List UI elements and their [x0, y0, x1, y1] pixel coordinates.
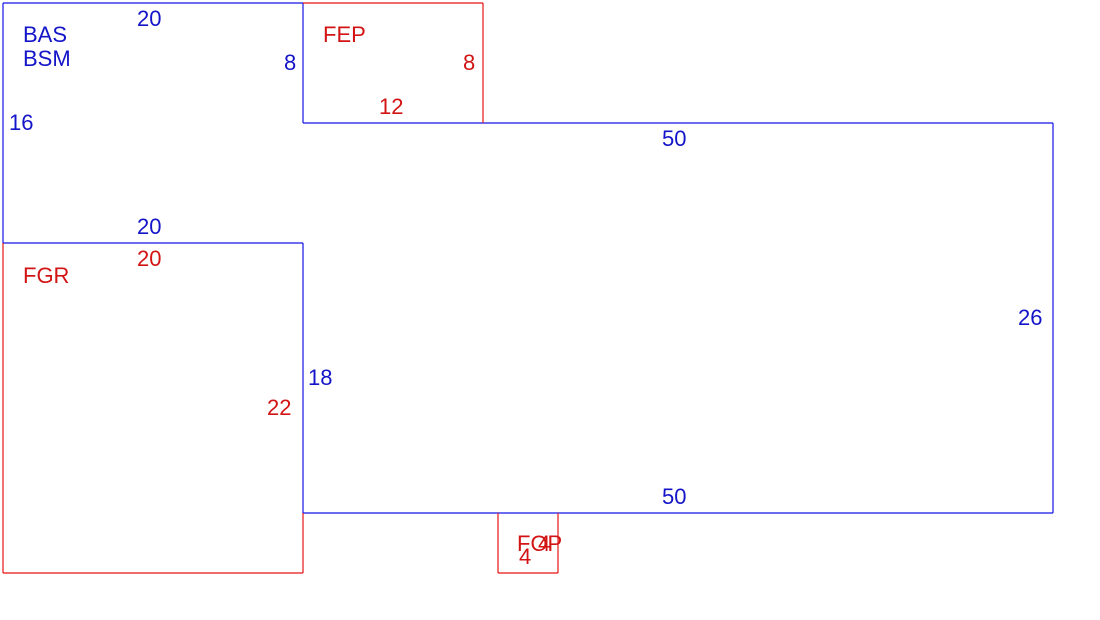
- fgr-outline: [2, 243, 304, 574]
- dimension-label: 16: [9, 110, 33, 135]
- dimension-label: 12: [379, 94, 403, 119]
- dimension-label: 20: [137, 246, 161, 271]
- fep-area-code: FEP: [323, 22, 366, 47]
- main-area-outline: [2, 2, 1054, 514]
- dimension-label: 26: [1018, 305, 1042, 330]
- dimension-label: 20: [137, 6, 161, 31]
- fop-area-code: FOP: [517, 531, 562, 556]
- dimension-label: 8: [284, 50, 296, 75]
- fgr-area-code: FGR: [23, 263, 69, 288]
- main-area-code-2: BSM: [23, 46, 71, 71]
- dimension-label: 22: [267, 395, 291, 420]
- dimension-label: 4: [538, 531, 550, 556]
- dimension-label: 50: [662, 126, 686, 151]
- dimension-label: 18: [308, 365, 332, 390]
- dimension-label: 8: [463, 50, 475, 75]
- fop-outline: [497, 513, 559, 574]
- dimension-label: 4: [519, 544, 531, 569]
- main-area-code-1: BAS: [23, 22, 67, 47]
- fep-outline: [303, 2, 484, 123]
- dimension-label: 20: [137, 214, 161, 239]
- dimension-label: 50: [662, 484, 686, 509]
